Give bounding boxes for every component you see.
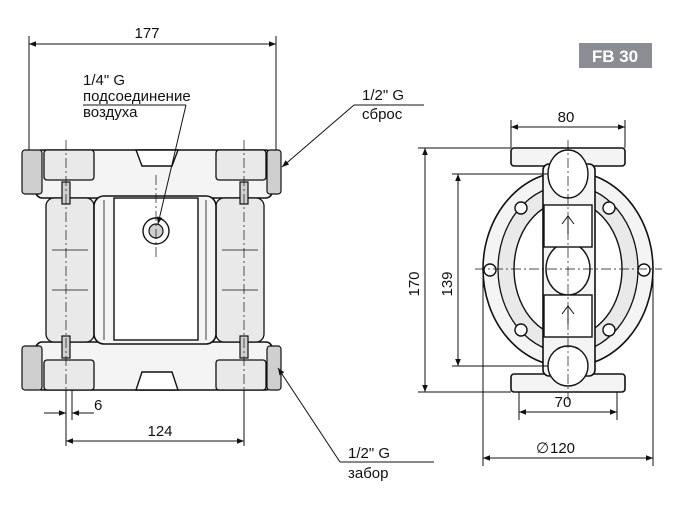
dimension-70: 70 [518, 392, 618, 420]
bottom-handle [135, 371, 179, 391]
air-label-line2: подсоединение [83, 88, 191, 105]
dimension-177: 177 [28, 25, 277, 150]
air-connection-label: 1/4" G подсоединение воздуха [83, 72, 191, 225]
top-right-port [266, 149, 282, 195]
dim-diameter-symbol: ∅ [536, 440, 549, 457]
top-right-nut [215, 149, 267, 181]
model-badge: FB 30 [579, 43, 652, 68]
inlet-label-line1: 1/2" G [348, 445, 390, 462]
air-label-line3: воздуха [83, 104, 138, 121]
center-plate [113, 197, 199, 341]
badge-background [579, 43, 652, 68]
inlet-label: 1/2" G забор [277, 367, 434, 482]
front-view [21, 140, 282, 410]
dim-port-spacing: 124 [147, 423, 172, 440]
side-view [475, 140, 662, 400]
dim-height-total: 170 [406, 271, 423, 296]
right-chamber [215, 197, 265, 343]
outlet-label-line1: 1/2" G [362, 87, 404, 104]
badge-text: FB 30 [592, 47, 638, 66]
bottom-left-port [21, 345, 43, 391]
housing-screws [483, 201, 651, 337]
dimension-80: 80 [510, 109, 626, 148]
dim-port-offset: 6 [94, 397, 102, 414]
air-label-line1: 1/4" G [83, 72, 125, 89]
outlet-label: 1/2" G сброс [281, 87, 424, 168]
inlet-label-line2: забор [348, 465, 389, 482]
dim-overall-width: 177 [134, 25, 159, 42]
dim-diameter: 120 [550, 440, 575, 457]
dim-height-inner: 139 [439, 271, 456, 296]
bottom-right-port [266, 345, 282, 391]
top-left-nut [43, 149, 95, 181]
dim-side-width: 80 [558, 109, 575, 126]
bottom-right-nut [215, 359, 267, 391]
outlet-label-line2: сброс [362, 106, 403, 123]
left-chamber [45, 197, 95, 343]
dimension-120: ∅ 120 [482, 270, 654, 466]
bottom-left-nut [43, 359, 95, 391]
dimension-139: 139 [439, 173, 548, 367]
dim-foot-width: 70 [555, 394, 572, 411]
top-left-port [21, 149, 43, 195]
dimension-170: 170 [406, 147, 511, 393]
dimension-6: 6 [44, 390, 102, 446]
dimension-124: 124 [66, 390, 245, 446]
